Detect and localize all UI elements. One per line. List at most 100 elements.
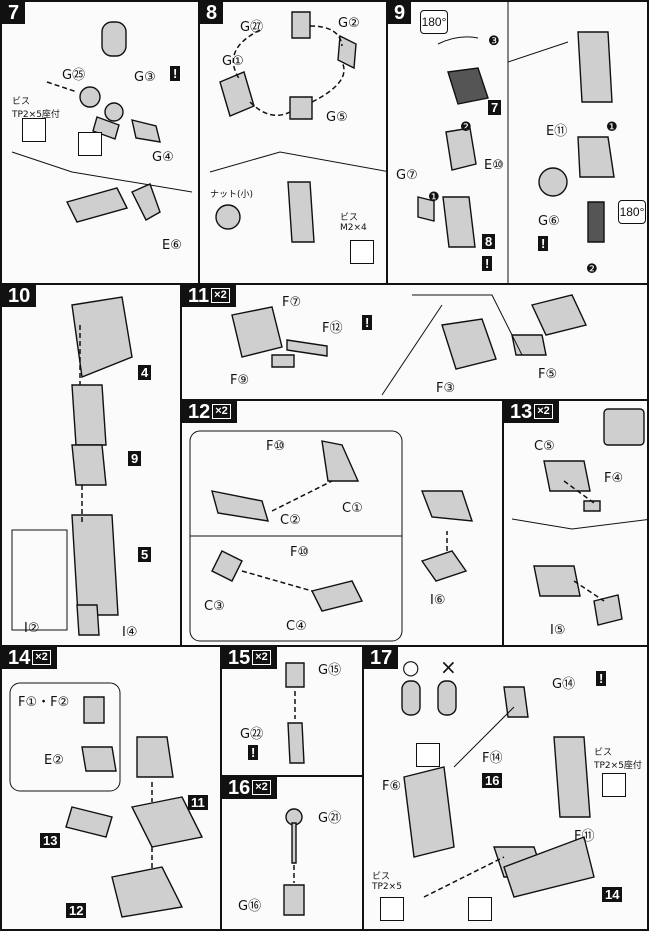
step-number: 15×2 <box>222 647 277 669</box>
part-label: F④ <box>604 471 624 486</box>
step-number: 11×2 <box>182 285 236 307</box>
part-label: F⑨ <box>230 373 250 388</box>
step-10-panel: 10 4 9 5 I② I④ <box>0 283 182 647</box>
order-marker: ❶ <box>428 190 440 205</box>
step-13-panel: 13×2 C⑤ F④ I⑤ <box>502 399 649 647</box>
step-11-panel: 11×2 F⑦ F⑫ ! F⑨ F③ F⑤ <box>180 283 649 401</box>
step-7-panel: 7 G㉕ G③ ! G④ E⑥ ビス TP2×5座付 <box>0 0 200 285</box>
part-label: G① <box>222 54 244 69</box>
part-label: F⑤ <box>538 367 558 382</box>
part-label: E⑩ <box>484 158 504 173</box>
part-label: C② <box>280 513 301 528</box>
part-ref: 9 <box>128 451 142 466</box>
caution-icon: ! <box>170 66 181 81</box>
step-number: 17 <box>364 647 399 669</box>
part-label: C③ <box>204 599 225 614</box>
step-number: 10 <box>2 285 37 307</box>
part-label: G⑯ <box>238 899 262 914</box>
part-label: F⑭ <box>482 751 503 766</box>
cutter-icon <box>416 743 440 767</box>
part-ref: 4 <box>138 365 152 380</box>
part-label: G⑤ <box>326 110 348 125</box>
part-ref: 16 <box>482 773 503 788</box>
part-label: F⑩ <box>290 545 310 560</box>
part-label: G㉕ <box>62 68 86 83</box>
part-ref: 8 <box>482 234 496 249</box>
part-label: G② <box>338 16 360 31</box>
part-ref: 13 <box>40 833 61 848</box>
step-17-artwork <box>401 680 595 898</box>
part-label: G㉗ <box>240 20 264 35</box>
screw-icon <box>350 240 374 264</box>
screw-label: ビス TP2×5 <box>372 872 402 892</box>
step-number: 16×2 <box>222 777 277 799</box>
step-8-panel: 8 G㉗ G② G① G⑤ ナット(小) ビス M2×4 <box>198 0 388 285</box>
part-label: G㉑ <box>318 811 342 826</box>
step-13-artwork <box>511 408 647 626</box>
part-label: G③ <box>134 70 156 85</box>
step-11-artwork <box>231 294 587 396</box>
screw-icon <box>380 897 404 921</box>
screw-icon <box>602 773 626 797</box>
part-label: F⑩ <box>266 439 286 454</box>
cutter-icon <box>468 897 492 921</box>
step-9-artwork <box>417 2 615 283</box>
part-label: G㉒ <box>240 727 264 742</box>
step-7-artwork <box>11 21 193 223</box>
step-10-artwork <box>11 296 133 636</box>
part-label: E② <box>44 753 64 768</box>
caution-icon: ! <box>596 671 607 686</box>
screw-icon <box>22 118 46 142</box>
caution-icon: ! <box>248 745 259 760</box>
step-15-artwork <box>285 662 305 764</box>
order-marker: ❷ <box>460 120 472 135</box>
part-label: G⑭ <box>552 677 576 692</box>
part-label: F⑫ <box>322 321 343 336</box>
screw-label: ビス M2×4 <box>340 213 367 233</box>
part-label: I⑥ <box>430 593 446 608</box>
step-12-artwork <box>189 430 474 642</box>
part-ref: 14 <box>602 887 623 902</box>
order-marker: ❶ <box>606 120 618 135</box>
part-label: C④ <box>286 619 307 634</box>
step-16-panel: 16×2 G㉑ G⑯ <box>220 775 364 931</box>
caution-icon: ! <box>538 236 549 251</box>
nut-label: ナット(小) <box>210 190 254 200</box>
step-number: 9 <box>388 2 412 24</box>
part-label: F③ <box>436 381 456 396</box>
step-14-panel: 14×2 F①・F② E② 11 13 12 <box>0 645 222 931</box>
step-9-panel: 9 180° ❸ 7 ❷ E⑩ G⑦ ❶ 8 ! E⑪ G⑥ ! 180° ❶ … <box>386 0 649 285</box>
part-label: F①・F② <box>18 695 70 710</box>
screw-label: ビス TP2×5座付 <box>12 97 60 120</box>
step-number: 7 <box>2 2 26 24</box>
step-15-panel: 15×2 G⑮ G㉒ ! <box>220 645 364 777</box>
part-label: E⑪ <box>546 124 568 139</box>
step-number: 8 <box>200 2 224 24</box>
caution-icon: ! <box>362 315 373 330</box>
part-label: F⑦ <box>282 295 302 310</box>
step-14-artwork <box>9 682 204 918</box>
step-16-artwork <box>283 808 305 916</box>
step-number: 13×2 <box>504 401 559 423</box>
part-label: G⑮ <box>318 663 342 678</box>
ng-mark: × <box>440 655 457 679</box>
ok-mark: ○ <box>402 655 420 679</box>
part-label: G⑥ <box>538 214 560 229</box>
order-marker: ❸ <box>488 34 500 49</box>
caution-icon: ! <box>482 256 493 271</box>
part-ref: 5 <box>138 547 152 562</box>
part-ref: 12 <box>66 903 87 918</box>
step-number: 14×2 <box>2 647 57 669</box>
part-label: I④ <box>122 625 138 640</box>
part-label: G⑦ <box>396 168 418 183</box>
part-label: F⑪ <box>574 829 595 844</box>
order-marker: ❷ <box>586 262 598 277</box>
part-ref: 11 <box>188 795 208 810</box>
part-label: E⑥ <box>162 238 182 253</box>
step-number: 12×2 <box>182 401 237 423</box>
step-17-panel: 17 ○ × G⑭ ! ビス TP2×5座付 F⑭ 16 F⑥ F⑪ ビス TP… <box>362 645 649 931</box>
part-label: C① <box>342 501 363 516</box>
part-label: F⑥ <box>382 779 402 794</box>
part-ref: 7 <box>488 100 502 115</box>
